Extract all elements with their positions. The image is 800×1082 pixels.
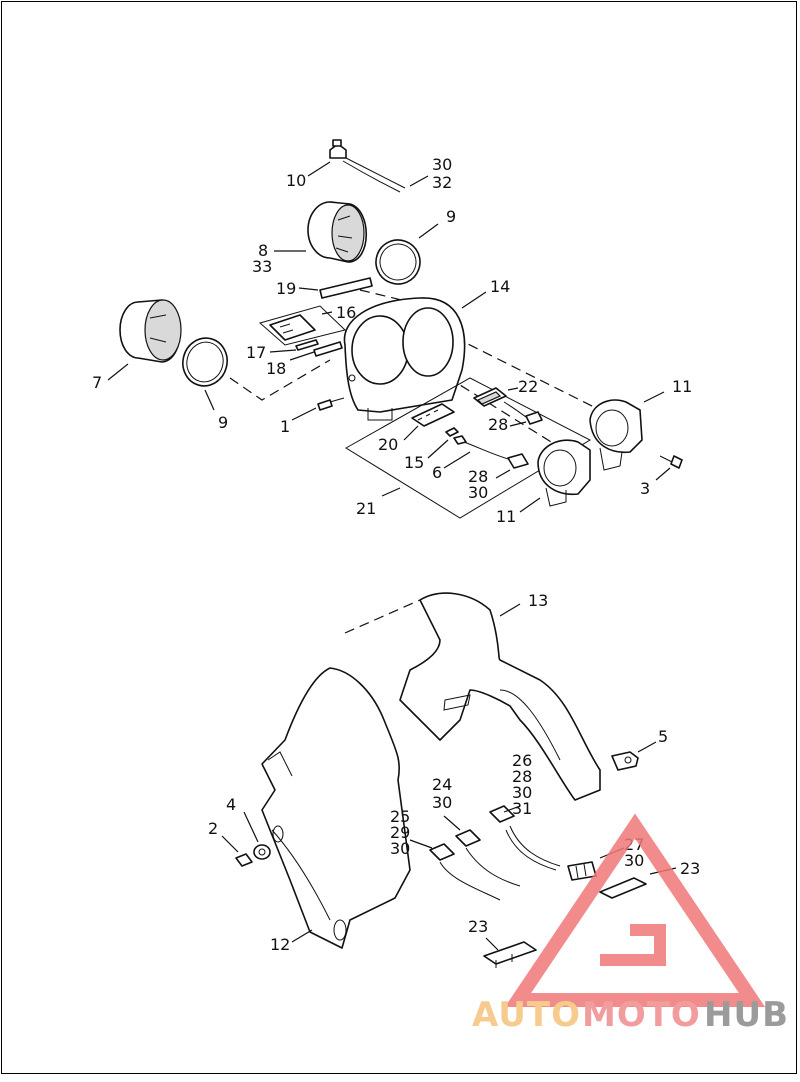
callout-30: 30 xyxy=(468,483,488,502)
callout-13: 13 xyxy=(528,591,548,610)
part-9-ring-lower xyxy=(182,337,228,411)
part-14-gauge-bezel xyxy=(343,291,487,421)
callout-9: 9 xyxy=(218,413,228,432)
part-10-bulb-wire xyxy=(307,139,429,193)
callout-26: 26 xyxy=(512,751,532,770)
watermark-auto: AUTO xyxy=(472,995,581,1035)
callout-23: 23 xyxy=(468,917,488,936)
part-16-18-small-parts xyxy=(258,305,346,361)
automotohub-watermark: AUTO MOTO HUB xyxy=(472,813,789,1035)
callout-28: 28 xyxy=(488,415,508,434)
part-25-switch xyxy=(409,839,501,901)
callout-11: 11 xyxy=(496,507,516,526)
part-8-gauge-housing xyxy=(274,201,368,263)
callout-19: 19 xyxy=(276,279,296,298)
callout-24: 24 xyxy=(432,775,452,794)
callout-14: 14 xyxy=(490,277,510,296)
callout-15: 15 xyxy=(404,453,424,472)
callout-25: 25 xyxy=(390,807,410,826)
callout-22: 22 xyxy=(518,377,538,396)
callout-23: 23 xyxy=(680,859,700,878)
callout-28: 28 xyxy=(468,467,488,486)
callout-2: 2 xyxy=(208,819,218,838)
callout-30: 30 xyxy=(390,839,410,858)
part-12-lower-shroud xyxy=(261,667,411,949)
callout-4: 4 xyxy=(226,795,236,814)
watermark-moto: MOTO xyxy=(582,995,701,1035)
part-26-switch-harness xyxy=(489,805,561,871)
callout-28: 28 xyxy=(512,767,532,786)
callout-18: 18 xyxy=(266,359,286,378)
assembly-dash-lines xyxy=(229,289,601,634)
part-11-bracket-upper xyxy=(589,391,665,471)
part-11-bracket-lower xyxy=(519,439,591,513)
part-2-screw xyxy=(221,835,253,867)
callout-3: 3 xyxy=(640,479,650,498)
callout-labels: 10 30 32 9 8 33 19 14 16 17 18 7 9 22 11… xyxy=(92,155,700,954)
part-21-wiring-kit-box xyxy=(345,377,592,519)
callout-16: 16 xyxy=(336,303,356,322)
callout-7: 7 xyxy=(92,373,102,392)
part-9-ring-upper xyxy=(375,223,439,285)
part-22-connector xyxy=(473,387,543,427)
part-3-screw xyxy=(655,455,683,481)
callout-30: 30 xyxy=(432,793,452,812)
callout-8: 8 xyxy=(258,241,268,260)
callout-11: 11 xyxy=(672,377,692,396)
callout-30: 30 xyxy=(624,851,644,870)
part-19-lens-strip xyxy=(298,277,373,299)
part-24-switch xyxy=(443,815,521,887)
callout-20: 20 xyxy=(378,435,398,454)
callout-5: 5 xyxy=(658,727,668,746)
callout-33: 33 xyxy=(252,257,272,276)
callout-29: 29 xyxy=(390,823,410,842)
callout-6: 6 xyxy=(432,463,442,482)
part-13-upper-shroud xyxy=(399,592,601,801)
part-5-clip xyxy=(611,741,657,771)
callout-30: 30 xyxy=(512,783,532,802)
callout-9: 9 xyxy=(446,207,456,226)
watermark-hub: HUB xyxy=(704,995,789,1035)
callout-1: 1 xyxy=(280,417,290,436)
callout-30: 30 xyxy=(432,155,452,174)
part-1-screw xyxy=(291,397,345,421)
callout-12: 12 xyxy=(270,935,290,954)
part-4-washer xyxy=(243,811,271,860)
callout-31: 31 xyxy=(512,799,532,818)
callout-10: 10 xyxy=(286,171,306,190)
callout-17: 17 xyxy=(246,343,266,362)
part-23-clip-lower xyxy=(483,937,537,968)
callout-21: 21 xyxy=(356,499,376,518)
callout-32: 32 xyxy=(432,173,452,192)
part-7-gauge-housing xyxy=(107,299,182,381)
